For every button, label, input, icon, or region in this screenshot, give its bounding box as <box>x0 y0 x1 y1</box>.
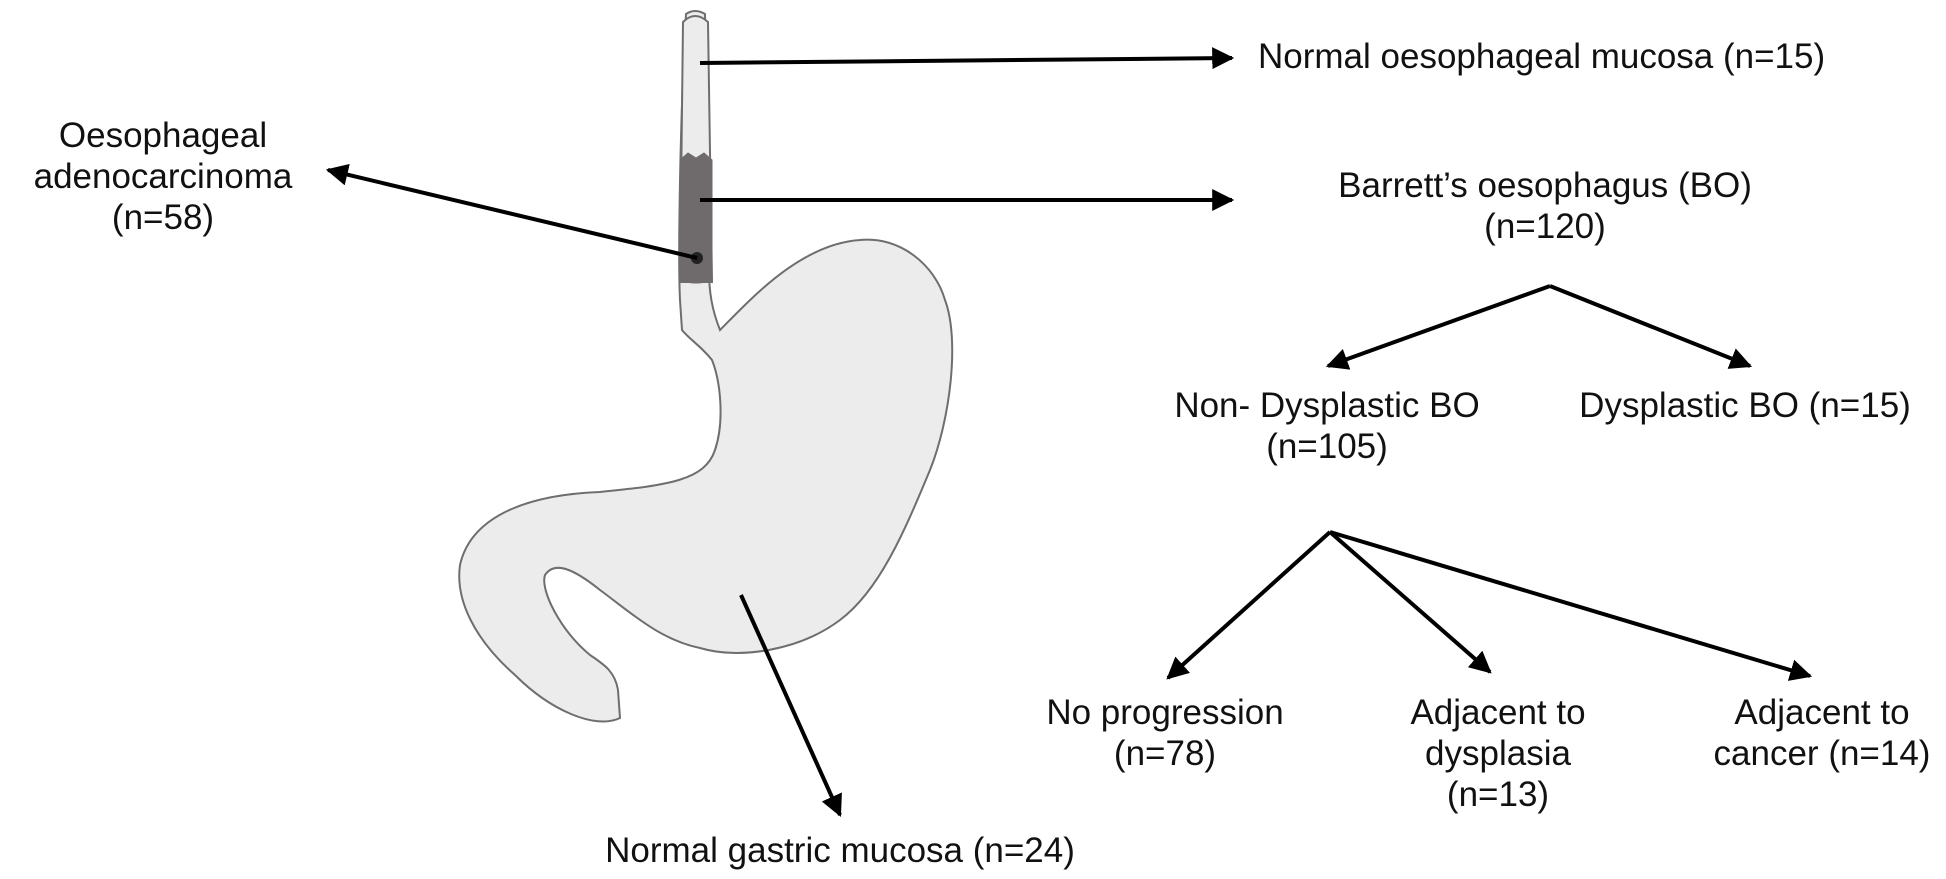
arrow-adenocarcinoma <box>328 170 697 258</box>
arrow-normal-oesophageal <box>700 58 1232 63</box>
arrow-non-dysplastic <box>1328 286 1550 366</box>
arrow-adjacent-dysplasia <box>1330 532 1490 672</box>
label-normal-oesophageal: Normal oesophageal mucosa (n=15) <box>1258 36 1825 77</box>
arrow-adjacent-cancer <box>1330 532 1810 676</box>
arrow-dysplastic <box>1550 286 1750 366</box>
label-dysplastic: Dysplastic BO (n=15) <box>1579 385 1911 426</box>
label-no-progression: No progression (n=78) <box>1046 692 1283 774</box>
label-non-dysplastic: Non- Dysplastic BO (n=105) <box>1174 385 1479 467</box>
label-adjacent-dysplasia: Adjacent to dysplasia (n=13) <box>1410 692 1585 815</box>
label-normal-gastric: Normal gastric mucosa (n=24) <box>605 830 1075 871</box>
label-adjacent-cancer: Adjacent to cancer (n=14) <box>1714 692 1931 774</box>
label-barretts: Barrett’s oesophagus (BO) (n=120) <box>1338 165 1752 247</box>
arrow-no-progression <box>1168 532 1330 678</box>
label-adenocarcinoma: Oesophageal adenocarcinoma (n=58) <box>34 115 293 238</box>
